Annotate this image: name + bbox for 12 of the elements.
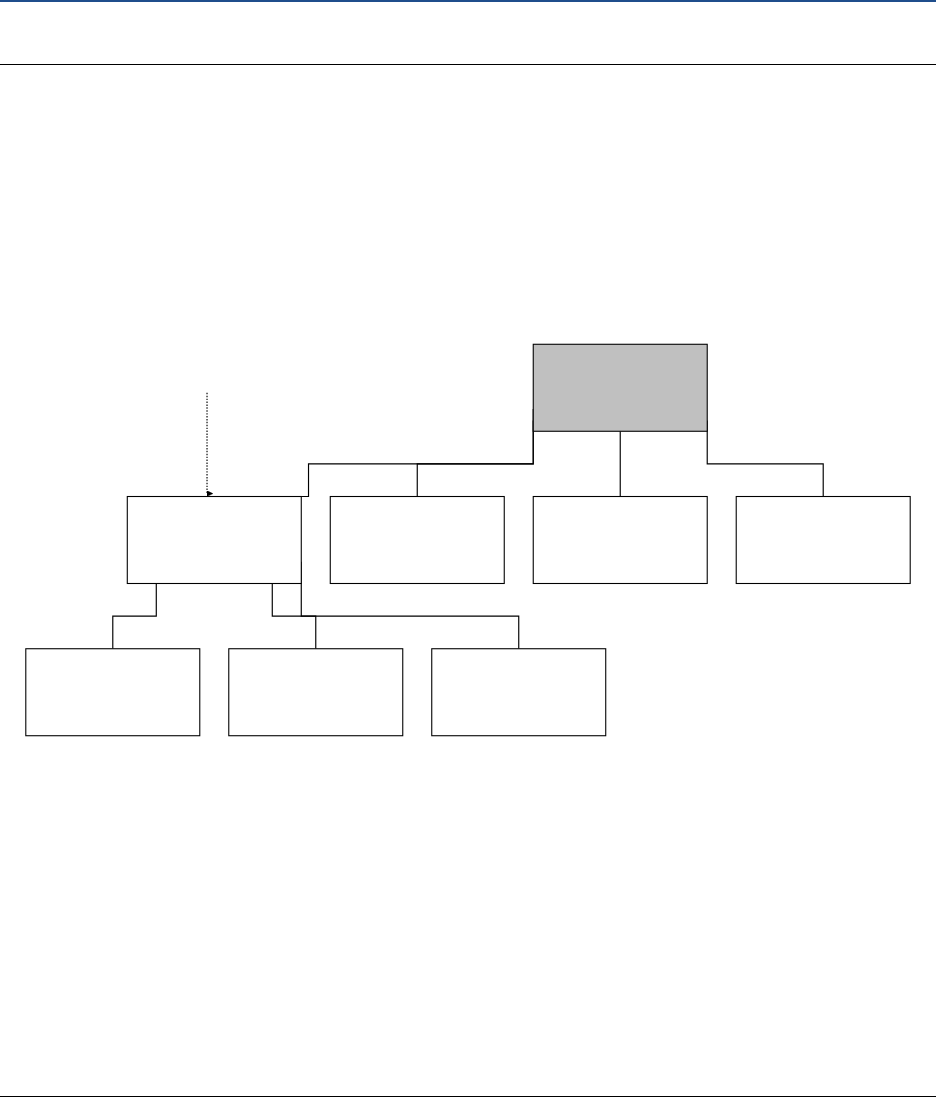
- connector: [271, 582, 317, 650]
- node-box: [126, 495, 302, 585]
- node-box: [431, 648, 607, 737]
- node-box: [532, 495, 708, 585]
- node-box: [735, 495, 911, 585]
- node-box: [329, 495, 505, 585]
- node-box: [25, 648, 201, 737]
- node-box: [228, 648, 404, 737]
- node-box: [532, 343, 708, 432]
- arrow: [206, 392, 214, 497]
- connector: [112, 582, 157, 650]
- connector: [619, 430, 621, 498]
